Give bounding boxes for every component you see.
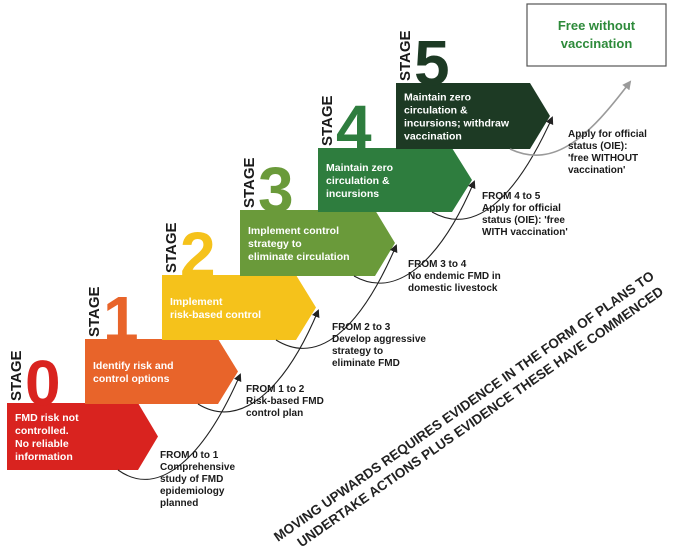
stage-5-desc-line: Maintain zero — [404, 92, 471, 104]
transition-note-line: No endemic FMD in — [408, 271, 501, 282]
transition-note-line: FROM 4 to 5 — [482, 191, 541, 202]
stage-4-desc-line: Maintain zero — [326, 162, 393, 174]
stage-1-desc-line: control options — [93, 373, 170, 385]
stage-4-word: STAGE — [319, 95, 336, 146]
transition-arrow — [117, 373, 242, 480]
transition-note-line: status (OIE): 'free — [482, 215, 565, 226]
stage-4-arrow-shape — [318, 148, 472, 212]
transition-note-line: control plan — [246, 408, 303, 419]
transition-note-line: FROM 3 to 4 — [408, 259, 467, 270]
stage-4-desc-line: incursions — [326, 188, 379, 200]
transition-arrow — [197, 309, 320, 413]
stage-5-number: 5 — [414, 27, 450, 99]
stage-0-word: STAGE — [8, 350, 25, 401]
transition-note-line: Develop aggressive — [332, 334, 426, 345]
transition-note-line: strategy to — [332, 346, 383, 357]
transition-note-line: epidemiology — [160, 486, 225, 497]
transition-note-line: Apply for official — [482, 203, 561, 214]
transition-note-line: Comprehensive — [160, 462, 235, 473]
stage-4-desc-line: circulation & — [326, 175, 390, 187]
stage-1-number: 1 — [103, 283, 139, 355]
transition-arrow — [275, 244, 398, 349]
transition-note-line: domestic livestock — [408, 283, 498, 294]
transition-note-line: study of FMD — [160, 474, 223, 485]
transition-arrows — [117, 80, 632, 480]
transition-note-line: status (OIE): — [568, 141, 627, 152]
transition-note-line: FROM 0 to 1 — [160, 450, 219, 461]
stage-2-desc-line: risk-based control — [170, 309, 261, 321]
goal-box-line1: Free without — [558, 18, 636, 33]
stage-5-word: STAGE — [397, 30, 414, 81]
stage-3-word: STAGE — [241, 157, 258, 208]
stage-3-desc-line: Implement control — [248, 225, 339, 237]
stage-1-desc-line: Identify risk and — [93, 360, 174, 372]
transition-note-line: vaccination' — [568, 165, 625, 176]
stage-5-desc-line: vaccination — [404, 131, 462, 143]
transition-arrow — [353, 180, 476, 284]
stage-2-desc-line: Implement — [170, 296, 223, 308]
transition-note-line: 'free WITHOUT — [568, 153, 638, 164]
transition-note-line: WITH vaccination' — [482, 227, 568, 238]
stage-0-desc-line: controlled. — [15, 425, 69, 437]
stage-0-desc-line: FMD risk not — [15, 412, 79, 424]
stage-3-desc-line: eliminate circulation — [248, 251, 350, 263]
transition-arrow — [509, 80, 632, 156]
transition-note-line: planned — [160, 498, 198, 509]
stage-3-number: 3 — [258, 154, 294, 226]
stage-1-word: STAGE — [86, 286, 103, 337]
stage-1-arrow-shape — [85, 339, 238, 404]
diagonal-note-line1: MOVING UPWARDS REQUIRES EVIDENCE IN THE … — [271, 268, 657, 544]
stage-3-desc-line: strategy to — [248, 238, 302, 250]
stage-0-desc-line: information — [15, 451, 73, 463]
stage-0-desc-line: No reliable — [15, 438, 69, 450]
transition-note-line: Apply for official — [568, 129, 647, 140]
stage-2-number: 2 — [180, 219, 216, 291]
transition-note-line: FROM 1 to 2 — [246, 384, 305, 395]
transition-note-line: eliminate FMD — [332, 358, 400, 369]
stage-2-arrow-shape — [162, 275, 316, 340]
stage-5-desc-line: circulation & — [404, 105, 468, 117]
stage-0-number: 0 — [25, 347, 61, 419]
stage-3-arrow-shape — [240, 210, 395, 276]
stage-2-word: STAGE — [163, 222, 180, 273]
diagonal-note: MOVING UPWARDS REQUIRES EVIDENCE IN THE … — [271, 268, 666, 550]
stage-0-arrow-shape — [7, 403, 158, 470]
stage-4-number: 4 — [336, 92, 372, 164]
goal-box-line2: vaccination — [561, 36, 633, 51]
goal-box — [526, 3, 667, 67]
transition-note-line: FROM 2 to 3 — [332, 322, 391, 333]
stage-5-arrow-shape — [396, 83, 550, 149]
transition-arrow — [431, 116, 554, 220]
transition-note-line: Risk-based FMD — [246, 396, 324, 407]
stage-5-desc-line: incursions; withdraw — [404, 118, 510, 130]
